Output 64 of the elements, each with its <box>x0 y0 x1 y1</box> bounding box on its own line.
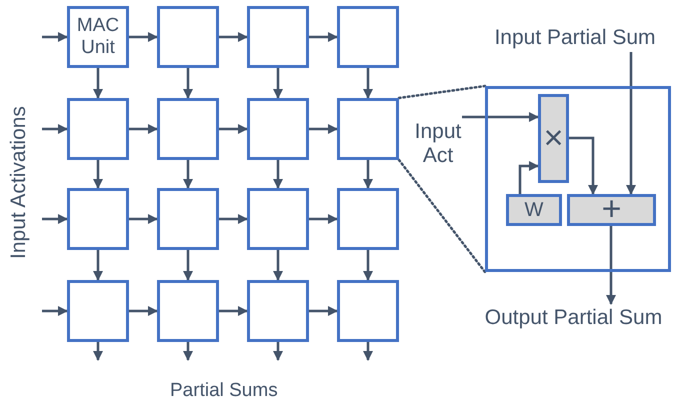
arrow <box>569 136 598 195</box>
signal-label: Output Partial Sum <box>470 304 677 332</box>
arrow <box>309 124 338 134</box>
signal-label: Input Partial Sum <box>480 24 670 52</box>
arrow <box>518 161 539 194</box>
signal-label: Input Act <box>406 117 470 171</box>
arrow <box>183 160 193 189</box>
mac-unit-box <box>67 188 129 250</box>
mac-unit-box <box>67 280 129 342</box>
arrow <box>273 250 283 281</box>
arrow <box>42 214 68 224</box>
arrow <box>93 250 103 281</box>
arrow <box>363 250 373 281</box>
mac-unit-box <box>247 98 309 160</box>
mac-unit-box <box>337 98 399 160</box>
zoom-line <box>398 158 486 274</box>
multiplier-box: × <box>538 94 569 183</box>
adder-box: + <box>567 194 656 226</box>
arrow <box>129 124 158 134</box>
axis-label: Input Activations <box>7 106 30 258</box>
mac-unit-box <box>337 6 399 68</box>
arrow <box>93 68 103 99</box>
mac-unit-box <box>247 188 309 250</box>
mac-unit-box <box>157 280 219 342</box>
weight-register-box: W <box>506 194 562 226</box>
arrow <box>309 306 338 316</box>
axis-label: Partial Sums <box>170 381 278 400</box>
mac-unit-box <box>337 188 399 250</box>
arrow <box>183 250 193 281</box>
mac-unit-box <box>157 188 219 250</box>
mac-unit-box <box>247 6 309 68</box>
mac-unit-box <box>157 98 219 160</box>
arrow <box>626 52 636 195</box>
arrow <box>219 124 248 134</box>
arrow <box>183 342 193 361</box>
arrow <box>93 160 103 189</box>
arrow <box>462 112 539 122</box>
arrow <box>273 68 283 99</box>
arrow <box>363 342 373 361</box>
arrow <box>129 306 158 316</box>
arrow <box>309 214 338 224</box>
arrow <box>309 32 338 42</box>
mac-unit-box <box>157 6 219 68</box>
mac-unit-box <box>337 280 399 342</box>
mac-unit-box <box>247 280 309 342</box>
arrow <box>606 226 616 305</box>
arrow <box>93 342 103 361</box>
arrow <box>363 160 373 189</box>
arrow <box>42 306 68 316</box>
arrow <box>273 160 283 189</box>
arrow <box>42 32 68 42</box>
arrow <box>219 32 248 42</box>
zoom-line <box>398 84 486 100</box>
arrow <box>42 124 68 134</box>
arrow <box>129 214 158 224</box>
arrow <box>183 68 193 99</box>
arrow <box>363 68 373 99</box>
mac-detail-box <box>485 86 671 272</box>
arrow <box>219 214 248 224</box>
arrow <box>219 306 248 316</box>
arrow <box>129 32 158 42</box>
mac-unit-box <box>67 98 129 160</box>
arrow <box>273 342 283 361</box>
mac-unit-box: MAC Unit <box>67 6 129 68</box>
